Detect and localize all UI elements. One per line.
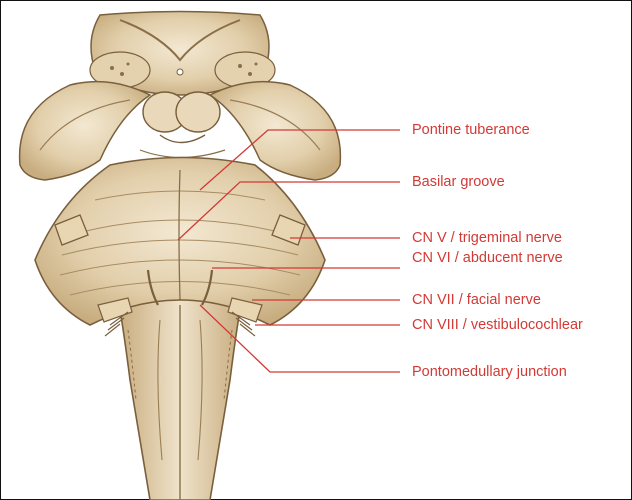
label-cn-v: CN V / trigeminal nerve <box>412 230 562 246</box>
label-pontomedullary-junction: Pontomedullary junction <box>412 364 567 380</box>
medulla-oblongata <box>119 299 241 500</box>
leader-pontine-tuberance <box>199 129 400 191</box>
leader-lines <box>177 129 400 373</box>
mammillary-bodies <box>139 91 226 159</box>
label-cn-vii: CN VII / facial nerve <box>412 292 541 308</box>
cerebral-peduncles <box>18 80 342 181</box>
leader-basilar-groove <box>177 181 400 241</box>
label-cn-viii: CN VIII / vestibulocochlear <box>412 317 583 333</box>
label-cn-vi: CN VI / abducent nerve <box>412 250 563 266</box>
leader-pontomedullary-junction <box>199 304 400 373</box>
label-pontine-tuberance: Pontine tuberance <box>412 122 530 138</box>
pons <box>34 156 326 326</box>
cranial-nerve-rootlets <box>97 269 263 337</box>
label-basilar-groove: Basilar groove <box>412 174 505 190</box>
